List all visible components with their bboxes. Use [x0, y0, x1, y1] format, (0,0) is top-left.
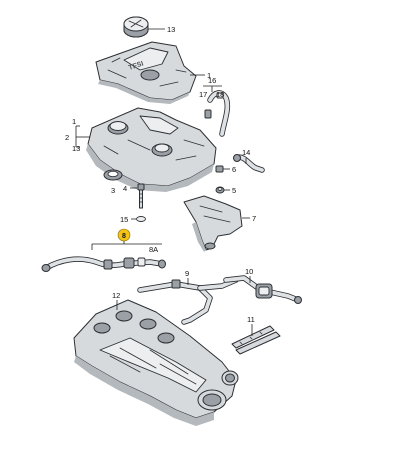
callout-8: 8: [122, 233, 126, 240]
part-washer-15[interactable]: [136, 216, 146, 222]
part-bracket-11[interactable]: [231, 325, 281, 355]
part-breather-hose-16[interactable]: [204, 90, 231, 137]
part-oil-filler-cap[interactable]: [123, 16, 149, 38]
callout-15: 15: [120, 215, 128, 224]
callout-4: 4: [123, 184, 127, 193]
callout-11: 11: [247, 315, 255, 324]
part-vent-hose-8[interactable]: [41, 256, 166, 272]
callout-12: 12: [112, 291, 120, 300]
part-air-duct-7[interactable]: [183, 195, 243, 252]
callout-18: 18: [216, 90, 224, 99]
callout-1: 1: [207, 71, 211, 80]
part-clip-6[interactable]: [215, 165, 224, 173]
callout-2: 2: [65, 133, 69, 142]
part-grommet-3[interactable]: [103, 169, 123, 181]
callout-7: 7: [252, 214, 256, 223]
callout-1-bracket: 1: [72, 117, 76, 126]
callout-10: 10: [245, 267, 253, 276]
cover-embossed-logo: TFSI: [128, 60, 145, 71]
part-intake-manifold-12[interactable]: [73, 299, 239, 426]
callout-8-badge[interactable]: 8: [117, 228, 131, 242]
callout-6: 6: [232, 165, 236, 174]
callout-8a: 8A: [149, 245, 158, 254]
callout-3: 3: [111, 186, 115, 195]
callout-16: 16: [208, 76, 216, 85]
part-nut-5[interactable]: [215, 186, 225, 194]
part-breather-pipe-14[interactable]: [233, 154, 265, 173]
callout-13-bracket: 13: [72, 144, 80, 153]
callout-17: 17: [199, 90, 207, 99]
part-upper-engine-cover[interactable]: TFSI: [95, 41, 197, 104]
callout-9: 9: [185, 269, 189, 278]
callout-13-top: 13: [167, 25, 175, 34]
part-stud-bolt-4[interactable]: [137, 183, 145, 209]
part-engine-cover[interactable]: [86, 107, 217, 192]
callout-14: 14: [242, 148, 250, 157]
callout-5: 5: [232, 186, 236, 195]
part-pressure-valve-10[interactable]: [223, 275, 302, 304]
